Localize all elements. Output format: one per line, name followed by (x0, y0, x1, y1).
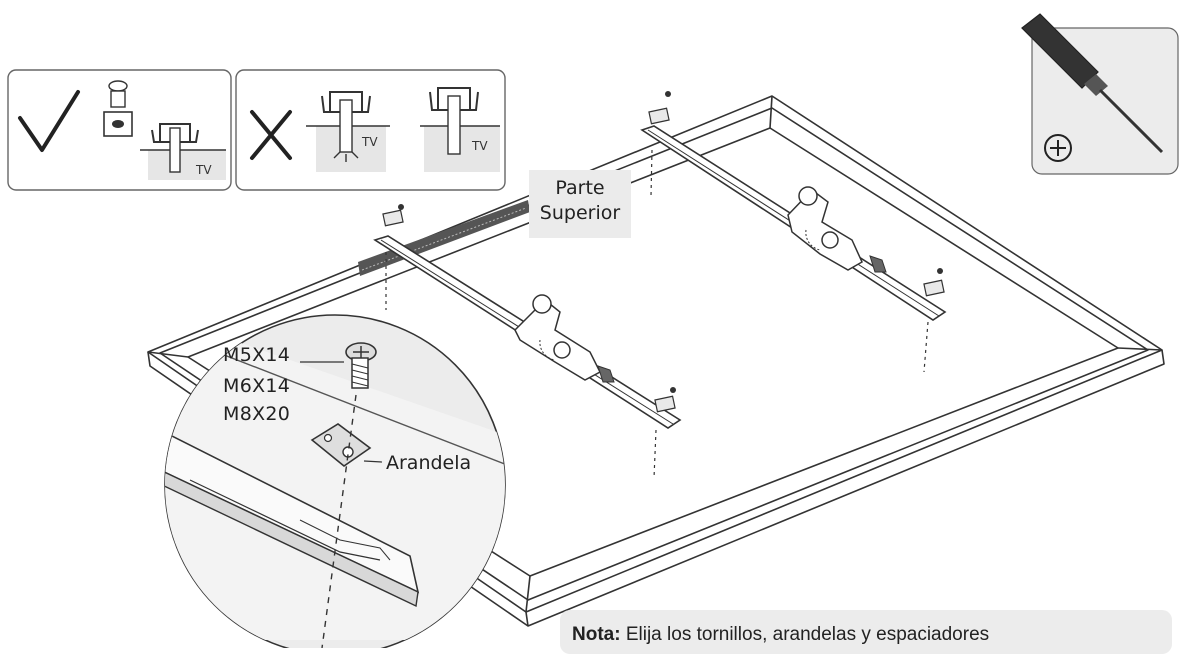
top-label-line1: Parte (555, 177, 605, 199)
tv-label: TV (195, 163, 212, 177)
right-mounting-rail (640, 91, 947, 373)
screw-size-m5x14: M5X14 (223, 344, 291, 366)
legend-incorrect-panel: TV TV (235, 69, 506, 191)
detail-magnifier (164, 314, 506, 648)
screw (665, 91, 671, 97)
note-text: Elija los tornillos, arandelas y espacia… (625, 624, 990, 645)
top-label-line2: Superior (539, 202, 621, 224)
screw-detail (345, 342, 377, 389)
tv-label: TV (361, 135, 378, 149)
legend-correct-panel: TV (7, 69, 232, 191)
phillips-screwdriver-icon (1021, 13, 1164, 154)
washer (923, 279, 945, 297)
tool-panel (1021, 13, 1179, 175)
washer (654, 395, 676, 413)
washer-label: Arandela (386, 452, 472, 474)
tv-label: TV (471, 139, 488, 153)
checkmark-icon (18, 90, 80, 152)
screw (937, 268, 943, 274)
washer-detail (310, 423, 372, 467)
screw (398, 204, 404, 210)
screw (670, 387, 676, 393)
screw-size-m6x14: M6X14 (223, 375, 291, 397)
washer (382, 209, 404, 227)
cross-icon (250, 110, 292, 160)
left-mounting-rail (373, 204, 682, 479)
washer (648, 107, 670, 125)
note-box: Nota: Elija los tornillos, arandelas y e… (560, 610, 1172, 654)
screw-icon (108, 80, 128, 92)
note-prefix: Nota: (572, 624, 621, 645)
top-side-label: Parte Superior (529, 170, 631, 238)
screw-size-m8x20: M8X20 (223, 403, 291, 425)
plus-symbol-icon (1044, 134, 1072, 162)
